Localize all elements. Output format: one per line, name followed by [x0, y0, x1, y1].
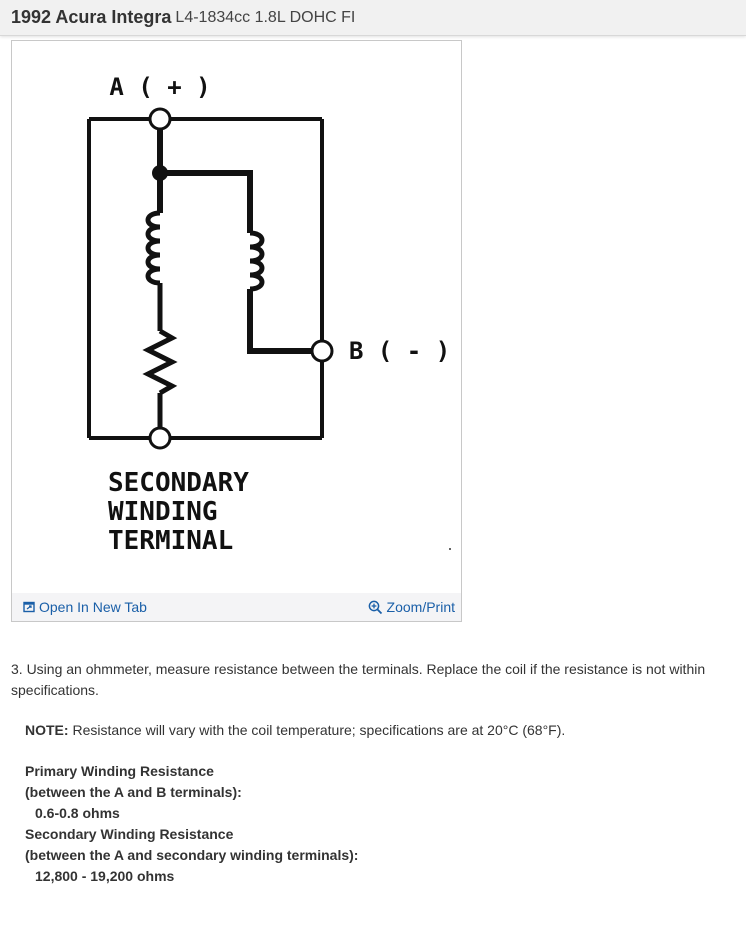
ignition-coil-diagram: A ( + ) B ( - ) SECONDARY WINDING TERMIN…: [87, 73, 451, 556]
primary-title: Primary Winding Resistance: [25, 763, 214, 779]
open-new-tab-icon: [23, 601, 35, 613]
note-paragraph: NOTE: Resistance will vary with the coil…: [25, 720, 725, 740]
secondary-value: 12,800 - 19,200 ohms: [35, 868, 175, 884]
open-new-tab-label: Open In New Tab: [39, 599, 147, 615]
primary-coil: [249, 230, 265, 292]
note-text: Resistance will vary with the coil tempe…: [68, 722, 566, 738]
secondary-coil: [145, 210, 161, 286]
zoom-print-label: Zoom/Print: [386, 599, 455, 615]
primary-value: 0.6-0.8 ohms: [35, 805, 120, 821]
open-new-tab-link[interactable]: Open In New Tab: [23, 599, 147, 615]
junction-dot: [152, 165, 168, 181]
wire-primary-bottom: [247, 289, 322, 354]
secondary-title: Secondary Winding Resistance: [25, 826, 234, 842]
step-paragraph: 3. Using an ohmmeter, measure resistance…: [11, 661, 706, 698]
speck: [449, 548, 451, 550]
figure-toolbar: Open In New Tab Zoom/Print: [12, 593, 461, 621]
page-header: 1992 Acura Integra L4-1834cc 1.8L DOHC F…: [0, 0, 746, 36]
terminal-b: [310, 339, 334, 363]
wire-primary-top: [160, 170, 253, 233]
secondary-condition: (between the A and secondary winding ter…: [25, 847, 359, 863]
figure-panel: A ( + ) B ( - ) SECONDARY WINDING TERMIN…: [11, 40, 462, 622]
specifications: Primary Winding Resistance (between the …: [25, 761, 725, 887]
engine-subtitle: L4-1834cc 1.8L DOHC FI: [175, 8, 356, 26]
zoom-icon: [368, 600, 382, 614]
vehicle-title: 1992 Acura Integra: [11, 7, 172, 27]
label-secondary-line1: SECONDARY: [108, 468, 249, 498]
label-b-minus: B ( - ): [349, 337, 450, 365]
primary-condition: (between the A and B terminals):: [25, 784, 242, 800]
label-a-plus: A ( + ): [109, 73, 210, 101]
label-secondary-line2: WINDING: [108, 497, 218, 527]
resistor: [142, 328, 178, 396]
terminal-a: [148, 107, 172, 131]
note-label: NOTE:: [25, 722, 69, 738]
zoom-print-link[interactable]: Zoom/Print: [368, 599, 455, 615]
terminal-secondary: [148, 426, 172, 450]
label-secondary-line3: TERMINAL: [108, 526, 233, 556]
